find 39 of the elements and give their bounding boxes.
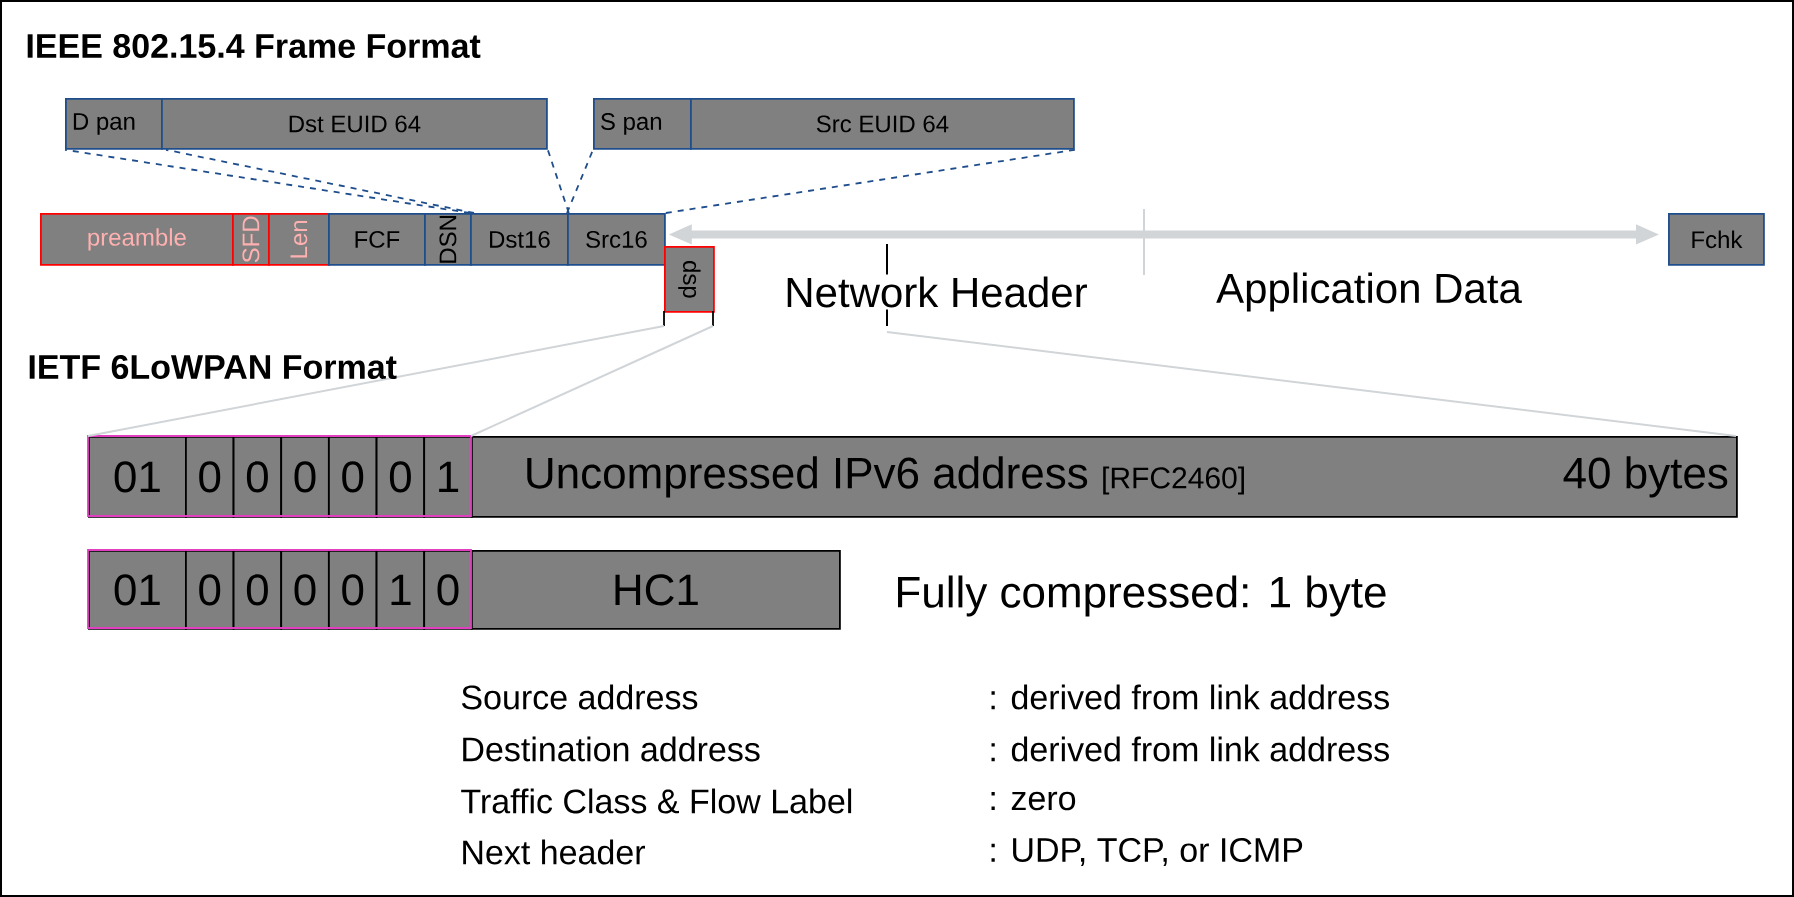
title: IEEE 802.15.4 Frame Format: [27, 33, 481, 59]
zoom-line: [64, 148, 471, 214]
bit-cell: 0: [185, 550, 235, 630]
field-box: Len: [268, 213, 330, 266]
section-label: Network Header: [782, 274, 1090, 310]
field-box: Fchk: [1668, 213, 1765, 266]
note-text: Fully compressed: 1 byte: [898, 575, 1386, 617]
table-text: : derived from link address: [991, 684, 1389, 710]
bit-cell: 0: [328, 550, 378, 630]
field-box: Src16: [567, 213, 666, 266]
bit-cell: 0: [280, 550, 330, 630]
bit-cell: 0: [232, 550, 283, 630]
bit-cell: 1: [375, 550, 426, 630]
field-box: D pan: [65, 98, 163, 150]
bit-cell: 01: [88, 436, 187, 518]
table-text: Traffic Class & Flow Label: [461, 788, 852, 814]
zoom-line: [165, 148, 475, 214]
section-label: Application Data: [1216, 272, 1522, 312]
table-text: : derived from link address: [991, 736, 1389, 762]
bit-cell: 0: [185, 436, 235, 518]
bit-cell: 01: [88, 550, 187, 630]
field-box: DSN: [424, 213, 472, 266]
zoom-line: [546, 148, 570, 214]
field-box: SFD: [232, 213, 270, 266]
section-heading: IETF 6LoWPAN Format: [29, 354, 397, 380]
table-text: Destination address: [463, 736, 760, 762]
bit-cell: 0: [232, 436, 283, 518]
bit-cell: 0: [423, 550, 473, 630]
field-box: dsp: [664, 246, 715, 313]
table-text: : zero: [991, 791, 1076, 811]
bit-cell: 1: [423, 436, 473, 518]
bit-cell: 0: [280, 436, 330, 518]
table-text: Next header: [463, 839, 645, 865]
table-text: : UDP, TCP, or ICMP: [991, 837, 1303, 867]
zoom-line: [664, 148, 1076, 214]
table-text: Source address: [461, 684, 698, 710]
bit-cell: 0: [375, 436, 426, 518]
field-box: S pan: [593, 98, 692, 150]
bit-cell: 0: [328, 436, 378, 518]
